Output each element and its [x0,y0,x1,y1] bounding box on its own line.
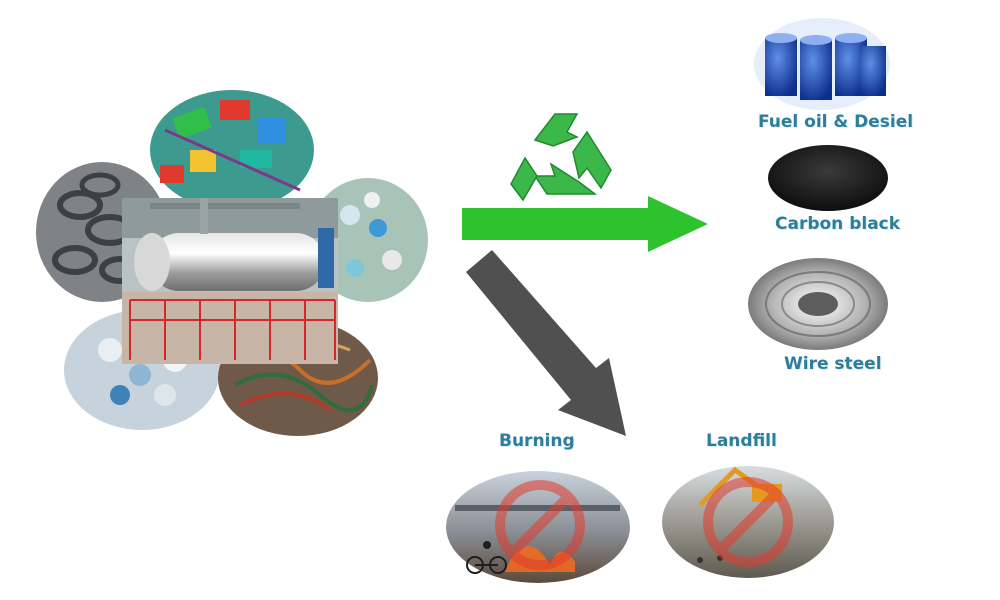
carbon-black-photo [768,145,888,211]
tire-waste-photo [36,162,168,302]
disposal-arrow [466,250,626,436]
wire-steel-photo [748,258,888,350]
landfill-prohibited-icon [703,477,793,567]
pyrolysis-plant-photo [122,198,338,364]
burning-label: Burning [499,431,575,451]
fuel-oil-label: Fuel oil & Desiel [758,112,914,132]
plastic-waste-photo [150,90,314,210]
carbon-black-label: Carbon black [775,214,901,234]
landfill-label: Landfill [706,431,777,451]
recycle-icon [510,113,612,202]
wire-steel-label: Wire steel [784,354,882,374]
recycling-arrow [462,196,708,252]
burning-prohibited-icon [495,480,585,570]
waste-collage [36,90,428,436]
fuel-oil-drums-photo [754,18,890,110]
